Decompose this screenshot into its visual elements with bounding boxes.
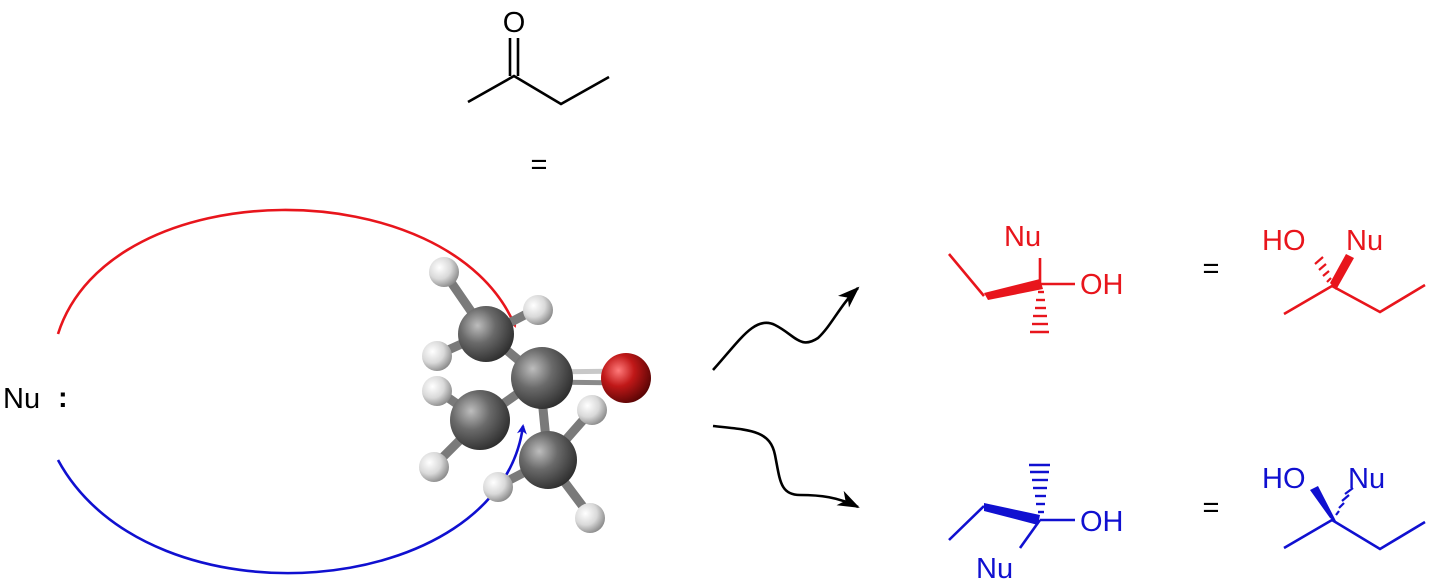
- hydrogen-atom: [523, 295, 553, 325]
- hydrogen-atom: [419, 452, 449, 482]
- blue-alt-ho-label: HO: [1262, 463, 1306, 495]
- hydrogen-atom: [422, 341, 452, 371]
- red-product-nu-label: Nu: [1004, 221, 1041, 253]
- equals-sign-red: =: [1203, 253, 1220, 285]
- hydrogen-atom: [575, 503, 605, 533]
- carbon-atom-methyl: [458, 306, 514, 362]
- red-alt-nu-label: Nu: [1346, 225, 1383, 257]
- carbon-atom-carbonyl: [511, 347, 573, 409]
- blue-product-alt-structure: [1283, 486, 1426, 551]
- red-alt-ho-label: HO: [1262, 225, 1306, 257]
- equals-sign-blue: =: [1203, 492, 1220, 524]
- re-face-attack-arrow: [56, 208, 517, 335]
- carbon-atom-terminal-methyl: [519, 431, 577, 489]
- red-product-structure: [948, 253, 1075, 334]
- oxygen-atom: [601, 353, 651, 403]
- red-product-alt-structure: [1283, 254, 1426, 316]
- ball-and-stick-model: [419, 257, 651, 533]
- hydrogen-atom: [422, 376, 452, 406]
- hydrogen-atom: [483, 472, 513, 502]
- carbon-atom-methylene: [450, 390, 510, 450]
- blue-alt-nu-label: Nu: [1348, 463, 1385, 495]
- reaction-arrow-to-blue-product: [712, 424, 860, 509]
- blue-product-nu-label: Nu: [976, 553, 1013, 585]
- red-product-oh-label: OH: [1080, 269, 1124, 301]
- hydrogen-atom: [429, 257, 459, 287]
- blue-product-oh-label: OH: [1080, 506, 1124, 538]
- butanone-skeletal-structure: O: [467, 7, 610, 106]
- reaction-arrow-to-red-product: [712, 286, 860, 371]
- ketone-oxygen-label: O: [503, 7, 526, 39]
- equals-sign-top: =: [531, 149, 548, 181]
- nucleophile-lone-pair: :: [58, 382, 68, 414]
- nucleophile-label: Nu: [3, 383, 40, 415]
- hydrogen-atom: [577, 395, 607, 425]
- blue-product-structure: [948, 463, 1075, 549]
